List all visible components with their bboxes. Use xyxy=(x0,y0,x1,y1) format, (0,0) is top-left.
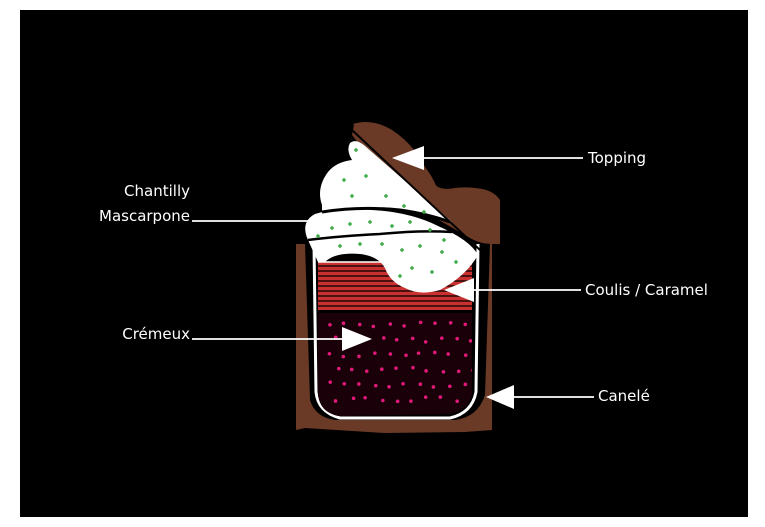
label-coulis: Coulis / Caramel xyxy=(585,281,708,299)
cremeux-dot xyxy=(365,369,369,373)
cremeux-dot xyxy=(424,395,428,399)
cremeux-dot xyxy=(374,384,378,388)
cremeux-dot xyxy=(395,338,399,342)
cremeux-dot xyxy=(342,355,346,359)
cremeux-dot xyxy=(411,337,415,341)
cremeux-dot xyxy=(455,399,459,403)
cremeux-dot xyxy=(352,397,356,401)
cremeux-dot xyxy=(382,336,386,340)
cremeux-dot xyxy=(342,382,346,386)
cremeux-dot xyxy=(402,324,406,328)
label-chantilly-line2: Mascarpone xyxy=(99,207,190,225)
cremeux-dot xyxy=(396,400,400,404)
cremeux-dot xyxy=(448,385,452,389)
cremeux-dot xyxy=(337,367,341,371)
label-cremeux: Crémeux xyxy=(122,325,190,343)
cremeux-dot xyxy=(389,352,393,356)
cremeux-dot xyxy=(464,383,468,387)
cremeux-dot xyxy=(424,369,428,373)
cremeux-dot xyxy=(419,382,423,386)
cremeux-dot xyxy=(439,395,443,399)
cremeux-dot xyxy=(457,370,461,374)
cremeux-dot xyxy=(464,353,468,357)
cremeux-dot xyxy=(328,380,332,384)
cremeux-dot xyxy=(469,339,473,343)
label-topping: Topping xyxy=(587,149,646,167)
cremeux-dot xyxy=(404,353,408,357)
cremeux-dot xyxy=(363,396,367,400)
label-chantilly-line1: Chantilly xyxy=(124,182,190,200)
cremeux-dot xyxy=(389,322,393,326)
cremeux-dot xyxy=(381,399,385,403)
cremeux-dot xyxy=(419,321,423,325)
cremeux-layer xyxy=(318,313,472,416)
callout-topping xyxy=(392,146,583,170)
cremeux-dot xyxy=(387,385,391,389)
cremeux-dot xyxy=(433,321,437,325)
cremeux-dot xyxy=(463,323,467,327)
cremeux-dot xyxy=(440,336,444,340)
cremeux-dot xyxy=(350,368,354,372)
cremeux-dot xyxy=(424,340,428,344)
label-canele: Canelé xyxy=(598,387,650,405)
cremeux-dot xyxy=(442,370,446,374)
cremeux-dot xyxy=(328,323,332,327)
cremeux-dot xyxy=(409,399,413,403)
cremeux-dot xyxy=(342,321,346,325)
cremeux-dot xyxy=(401,382,405,386)
cremeux-dot xyxy=(328,352,332,356)
cremeux-dot xyxy=(411,366,415,370)
cremeux-dot xyxy=(417,351,421,355)
cremeux-dot xyxy=(380,367,384,371)
cremeux-dot xyxy=(449,321,453,325)
cremeux-dot xyxy=(357,382,361,386)
cremeux-dot xyxy=(373,351,377,355)
cremeux-dot xyxy=(394,366,398,370)
cremeux-dot xyxy=(357,355,361,359)
cremeux-dot xyxy=(471,368,475,372)
callout-cremeux xyxy=(192,327,372,351)
cremeux-dot xyxy=(433,351,437,355)
cremeux-dot xyxy=(334,399,338,403)
cremeux-dot xyxy=(446,352,450,356)
callout-canele xyxy=(486,385,594,409)
cremeux-dot xyxy=(455,337,459,341)
cremeux-dot xyxy=(432,385,436,389)
cremeux-dot xyxy=(372,325,376,329)
cremeux-dot xyxy=(358,323,362,327)
